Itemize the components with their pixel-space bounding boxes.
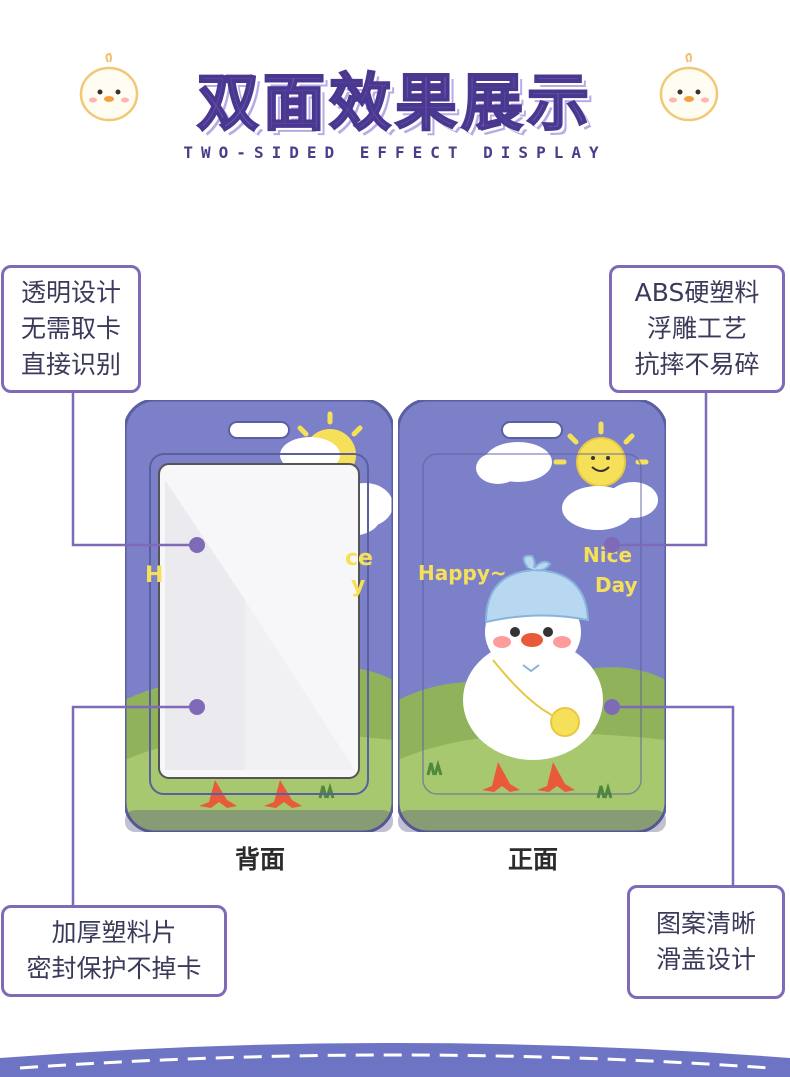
bottom-wave-decoration [0, 1043, 790, 1077]
callout-clear-pattern: 图案清晰 滑盖设计 [627, 885, 785, 999]
chick-icon-left [79, 52, 139, 122]
card-front: Happy~ Nice Day [398, 400, 666, 832]
callout-thick-plastic: 加厚塑料片 密封保护不掉卡 [1, 905, 227, 997]
callout-transparent-design: 透明设计 无需取卡 直接识别 [1, 265, 141, 393]
card-back: H ce y [125, 400, 393, 832]
front-text-happy: Happy~ [418, 561, 507, 585]
back-text-nice: ce [345, 546, 373, 571]
front-text-day: Day [595, 573, 638, 597]
chick-icon-right [659, 52, 719, 122]
back-text-happy: H [145, 563, 163, 588]
back-text-day: y [351, 573, 365, 598]
callout-abs-plastic: ABS硬塑料 浮雕工艺 抗摔不易碎 [609, 265, 785, 393]
page-title: 双面效果展示 [196, 65, 593, 140]
back-label: 背面 [234, 845, 285, 874]
front-label: 正面 [507, 845, 558, 874]
page-subtitle: TWO-SIDED EFFECT DISPLAY [183, 143, 607, 162]
